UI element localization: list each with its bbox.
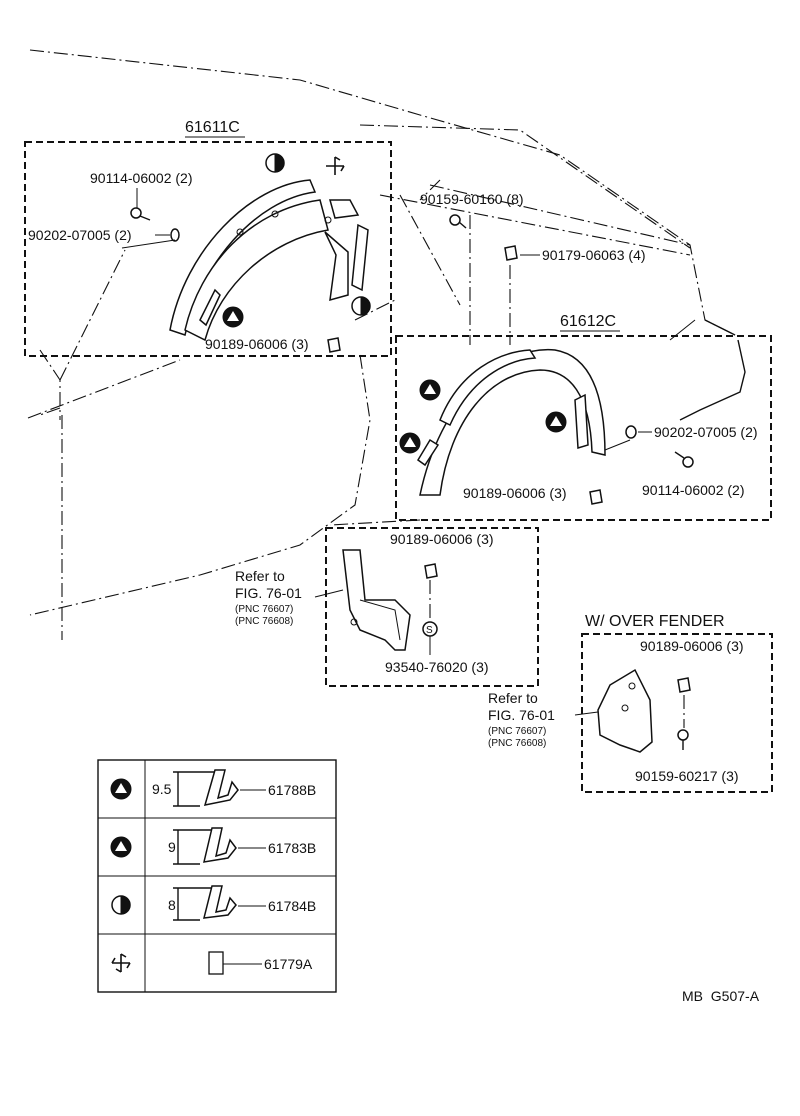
callout-90189-06006-left: 90189-06006 (3) bbox=[205, 336, 309, 352]
callout-90202-07005-right: 90202-07005 (2) bbox=[654, 424, 758, 440]
mudguard-callout-bottom: 93540-76020 (3) bbox=[385, 659, 489, 675]
part-61611c-label: 61611C bbox=[185, 119, 240, 136]
clip-icon bbox=[424, 563, 438, 579]
legend-part-2: 61783B bbox=[268, 840, 316, 856]
washer-icon bbox=[170, 228, 180, 242]
legend-symbol-pinwheel-icon bbox=[111, 953, 131, 973]
clip-icon bbox=[327, 337, 341, 353]
triangle-circle-icon bbox=[222, 306, 244, 328]
footer-code: MB G507-A bbox=[682, 988, 760, 1004]
over-fender-mudguard-part bbox=[597, 668, 653, 753]
legend-part-1: 61788B bbox=[268, 782, 316, 798]
molding-profile-icon bbox=[173, 827, 237, 865]
molding-profile-icon bbox=[173, 885, 237, 921]
over-fender-pnc1: (PNC 76607) bbox=[488, 726, 546, 737]
left-fender-flare bbox=[169, 179, 369, 342]
triangle-circle-icon bbox=[399, 432, 421, 454]
box-over-fender bbox=[581, 633, 773, 793]
screw-icon bbox=[677, 729, 689, 750]
clip-icon bbox=[677, 677, 691, 693]
half-circle-icon bbox=[265, 153, 285, 173]
mudguard-pnc2: (PNC 76608) bbox=[235, 616, 293, 627]
legend-dimension-2: 9 bbox=[168, 839, 176, 855]
car-body-outline bbox=[27, 49, 736, 640]
mudguard-pnc1: (PNC 76607) bbox=[235, 604, 293, 615]
bolt-icon bbox=[130, 207, 151, 221]
over-fender-callout-top: 90189-06006 (3) bbox=[640, 638, 744, 654]
over-fender-pnc2: (PNC 76608) bbox=[488, 738, 546, 749]
triangle-circle-icon bbox=[545, 411, 567, 433]
tape-icon bbox=[208, 951, 224, 975]
box-61612c bbox=[395, 335, 772, 521]
screw-s-icon: S bbox=[422, 621, 438, 637]
legend-dimension-3: 8 bbox=[168, 897, 176, 913]
mudguard-part bbox=[342, 549, 411, 651]
mudguard-refer-line2: FIG. 76-01 bbox=[235, 585, 302, 601]
legend-part-3: 61784B bbox=[268, 898, 316, 914]
legend-symbol-triangle-circle-icon bbox=[110, 778, 132, 800]
legend-symbol-triangle-circle-icon bbox=[110, 836, 132, 858]
box-61611c bbox=[24, 141, 392, 357]
callout-90114-06002-left: 90114-06002 (2) bbox=[90, 170, 192, 186]
part-61612c-label: 61612C bbox=[560, 313, 616, 330]
legend-dimension-1: 9.5 bbox=[152, 781, 172, 797]
over-fender-refer-line2: FIG. 76-01 bbox=[488, 707, 555, 723]
screw-icon bbox=[449, 214, 467, 229]
pinwheel-icon bbox=[326, 156, 345, 175]
over-fender-refer-line1: Refer to bbox=[488, 690, 538, 706]
over-fender-callout-bottom: 90159-60217 (3) bbox=[635, 768, 739, 784]
nut-icon bbox=[504, 245, 518, 261]
legend-table: 9.5 61788B 9 61783B 8 61784B bbox=[97, 759, 337, 993]
bolt-icon bbox=[674, 451, 694, 468]
callout-90114-06002-right: 90114-06002 (2) bbox=[642, 482, 744, 498]
mudguard-callout-top: 90189-06006 (3) bbox=[390, 531, 494, 547]
svg-text:S: S bbox=[426, 625, 433, 636]
washer-icon bbox=[625, 425, 637, 439]
callout-90202-07005-left: 90202-07005 (2) bbox=[28, 227, 132, 243]
clip-icon bbox=[589, 489, 603, 505]
legend-symbol-half-circle-icon bbox=[111, 895, 131, 915]
right-fender-flare bbox=[417, 349, 606, 496]
callout-90159-60160: 90159-60160 (8) bbox=[420, 191, 524, 207]
callout-90189-06006-right: 90189-06006 (3) bbox=[463, 485, 567, 501]
half-circle-icon bbox=[351, 296, 371, 316]
mudguard-refer-line1: Refer to bbox=[235, 568, 285, 584]
legend-part-4: 61779A bbox=[264, 956, 313, 972]
over-fender-title: W/ OVER FENDER bbox=[585, 613, 725, 630]
callout-90179-06063: 90179-06063 (4) bbox=[542, 247, 646, 263]
molding-profile-icon bbox=[173, 769, 239, 807]
triangle-circle-icon bbox=[419, 379, 441, 401]
box-mudguard bbox=[325, 527, 539, 687]
